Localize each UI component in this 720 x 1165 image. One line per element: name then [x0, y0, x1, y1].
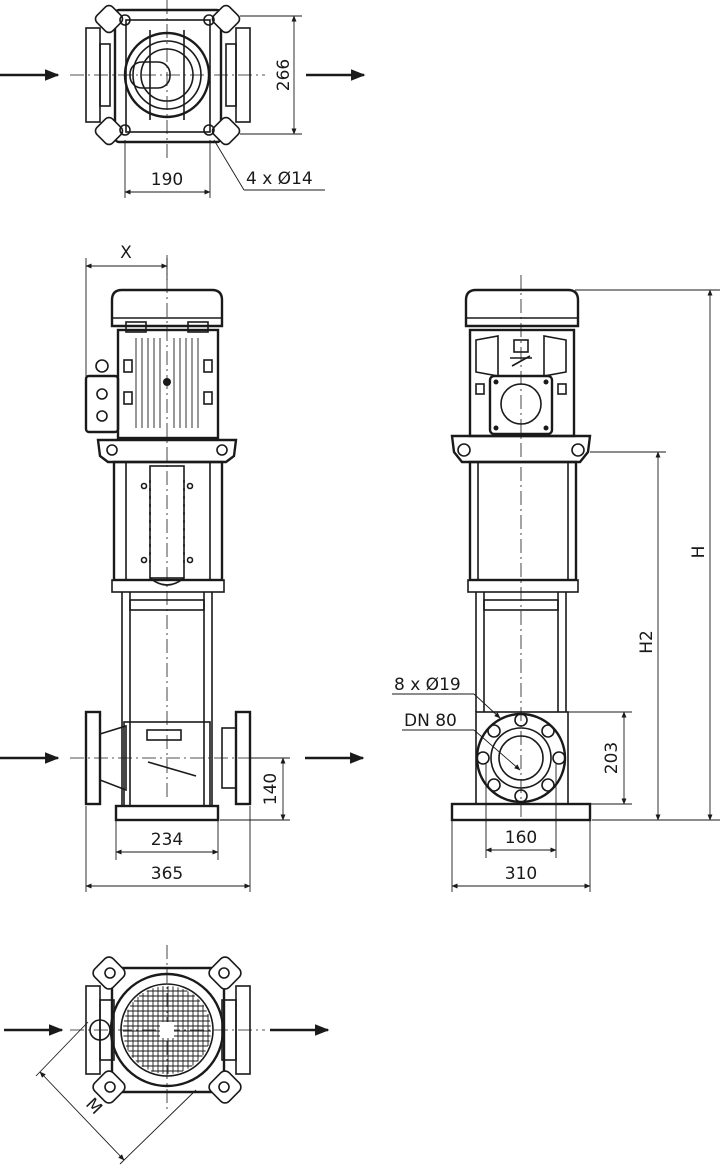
bottom-view: M [4, 945, 330, 1165]
dim-h-label: H [689, 546, 709, 559]
side-view: H H2 203 160 310 8 x Ø19 DN 80 [392, 275, 720, 892]
dim-310-label: 310 [505, 864, 537, 884]
coupling-bolts [149, 480, 185, 568]
bolt-holes-label: 4 x Ø14 [246, 169, 313, 189]
dn80-label: DN 80 [404, 711, 457, 731]
dim-h2-label: H2 [637, 630, 657, 654]
dim-160-label: 160 [505, 828, 537, 848]
dim-140-label: 140 [261, 773, 281, 805]
top-view: 266 190 4 x Ø14 [0, 0, 366, 198]
cooling-fins [135, 338, 199, 428]
dim-234-label: 234 [151, 830, 183, 850]
dim-190-label: 190 [151, 170, 183, 190]
flange-bolts-label: 8 x Ø19 [394, 675, 461, 695]
flange-bolt-holes [476, 713, 566, 803]
dim-203-label: 203 [602, 742, 622, 774]
dim-x-label: X [120, 243, 132, 263]
dim-365-label: 365 [151, 864, 183, 884]
front-view: X [0, 243, 365, 892]
dim-266-label: 266 [274, 59, 294, 91]
